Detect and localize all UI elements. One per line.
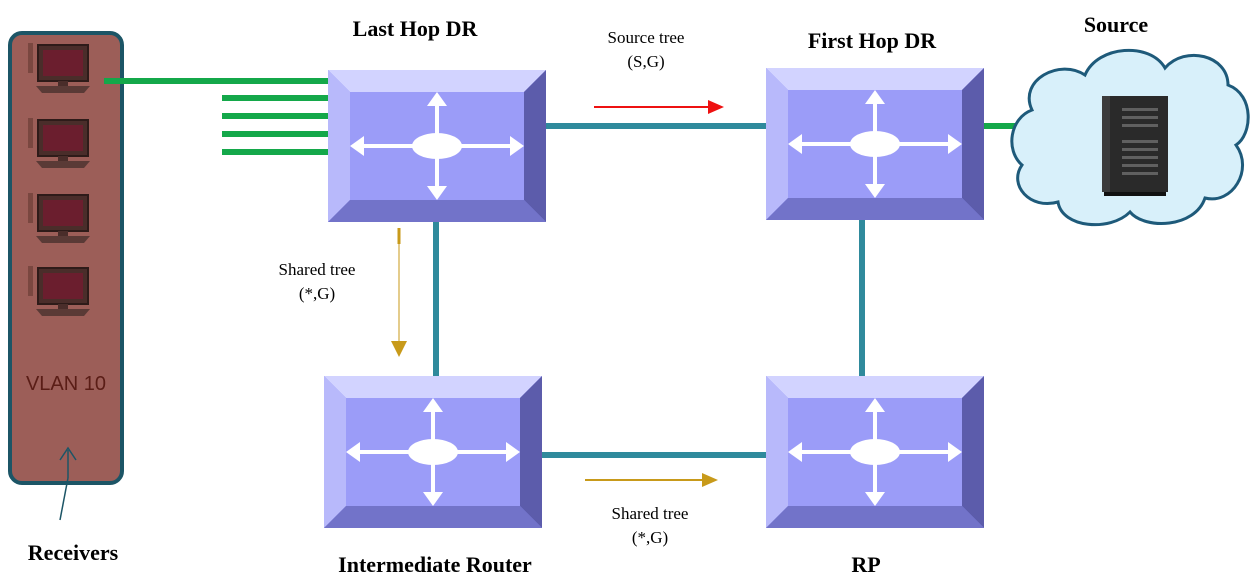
last-hop-dr-switch bbox=[326, 68, 548, 224]
intermediate-router-switch bbox=[322, 374, 544, 530]
source-label: Source bbox=[1083, 12, 1149, 37]
access-links bbox=[104, 78, 1022, 155]
shared-tree-left-label: Shared tree (*,G) bbox=[262, 258, 372, 306]
receivers-label: Receivers bbox=[27, 540, 119, 565]
shared-tree-bottom-label-line-2: (*,G) bbox=[631, 528, 669, 547]
source-server-icon bbox=[1102, 96, 1168, 196]
shared-tree-left-label-line-2: (*,G) bbox=[298, 284, 336, 303]
first-hop-dr-switch bbox=[764, 66, 986, 222]
source-tree-label-line-2: (S,G) bbox=[627, 52, 665, 71]
shared-tree-left-label-line-1: Shared tree bbox=[278, 260, 356, 279]
vlan-10-receivers-box bbox=[8, 31, 124, 485]
rp-label: RP bbox=[851, 552, 881, 577]
core-links bbox=[433, 123, 865, 458]
shared-tree-right-arrow bbox=[585, 473, 718, 487]
shared-tree-bottom-label-line-1: Shared tree bbox=[611, 504, 689, 523]
last-hop-dr-label: Last Hop DR bbox=[352, 16, 478, 41]
shared-tree-down-arrow bbox=[391, 228, 407, 357]
first-hop-dr-label: First Hop DR bbox=[807, 28, 937, 53]
receivers-pointer bbox=[59, 477, 69, 521]
source-tree-label: Source tree (S,G) bbox=[586, 26, 706, 74]
source-tree-arrow bbox=[594, 100, 724, 114]
shared-tree-bottom-label: Shared tree (*,G) bbox=[590, 502, 710, 550]
vlan-label: VLAN 10 bbox=[25, 373, 107, 395]
source-tree-label-line-1: Source tree bbox=[607, 28, 685, 47]
intermediate-router-label: Intermediate Router bbox=[338, 552, 532, 577]
rp-switch bbox=[764, 374, 986, 530]
